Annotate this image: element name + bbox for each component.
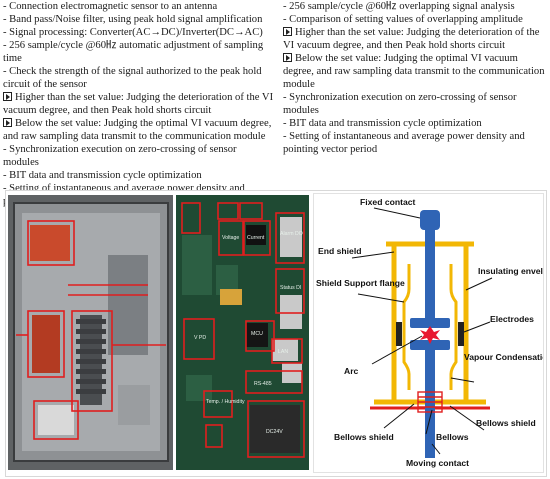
fixed-contact-label: Fixed contact [360, 197, 416, 207]
insulating-envelope-label: Insulating envelope [478, 266, 544, 276]
bellows-label: Bellows [436, 432, 469, 442]
spec-line: - Synchronization execution on zero-cros… [3, 144, 237, 168]
moving-contact-label: Moving contact [406, 458, 469, 468]
arc-label: Arc [344, 366, 359, 376]
interrupter-illustration: Fixed contact End shield Shield Support … [316, 197, 544, 468]
arrow-box-icon [283, 53, 292, 62]
status-label: Status DI [280, 285, 301, 291]
shield-support-flange-label: Shield Support flange [316, 278, 405, 288]
spec-line: - BIT data and transmission cycle optimi… [3, 170, 202, 181]
temp-label: Temp. / Humidity [206, 399, 245, 405]
spec-line: - BIT data and transmission cycle optimi… [283, 118, 482, 129]
current-label: Current [247, 235, 265, 241]
voltage-label: Voltage [222, 235, 239, 241]
arrow-box-icon [3, 118, 12, 127]
dc24v-label: DC24V [266, 429, 283, 435]
mcu-label: MCU [251, 331, 263, 337]
spec-line: - Band pass/Noise filter, using peak hol… [3, 14, 263, 25]
sensor-pcb-image: Voltage Current Alarm DO Status DI MCU L… [176, 195, 309, 470]
rs485-label: RS-485 [254, 381, 272, 387]
bellows-shield-right-label: Bellows shield [476, 418, 536, 428]
spec-line-below: Below the set value: Judging the optimal… [283, 53, 545, 90]
lan-label: LAN [278, 349, 288, 355]
figure: Voltage Current Alarm DO Status DI MCU L… [5, 190, 547, 477]
spec-line: - Comparison of setting values of overla… [283, 14, 523, 25]
vpd-label: V PD [194, 335, 206, 341]
spec-line: - 256 sample/cycle @60㎐ overlapping sign… [283, 1, 515, 12]
spec-line: - 256 sample/cycle @60㎐ automatic adjust… [3, 40, 264, 64]
left-spec-column: - Connection electromagnetic sensor to a… [3, 0, 275, 208]
spec-line-below: Below the set value: Judging the optimal… [3, 118, 272, 142]
pcb-illustration: Voltage Current Alarm DO Status DI MCU L… [176, 195, 309, 470]
housing-illustration [8, 195, 173, 470]
spec-line: - Setting of instantaneous and average p… [283, 131, 525, 155]
end-shield-label: End shield [318, 246, 361, 256]
alarm-label: Alarm DO [280, 231, 303, 237]
spec-line-higher: Higher than the set value: Judging the d… [3, 92, 274, 116]
right-spec-column: - 256 sample/cycle @60㎐ overlapping sign… [283, 0, 547, 156]
spec-line: - Signal processing: Converter(AC→DC)/In… [3, 27, 263, 38]
spec-line: - Synchronization execution on zero-cros… [283, 92, 517, 116]
arrow-box-icon [283, 27, 292, 36]
spec-line-higher: Higher than the set value: Judging the d… [283, 27, 540, 51]
spec-line: - Connection electromagnetic sensor to a… [3, 1, 218, 12]
bellows-shield-left-label: Bellows shield [334, 432, 394, 442]
spec-line: - Check the strength of the signal autho… [3, 66, 262, 90]
vacuum-interrupter-diagram: Fixed contact End shield Shield Support … [313, 193, 544, 473]
electrodes-label: Electrodes [490, 314, 534, 324]
arrow-box-icon [3, 92, 12, 101]
vapour-condensation-shield-label: Vapour Condensation Shield [464, 352, 544, 362]
switchgear-housing-image [8, 195, 173, 470]
